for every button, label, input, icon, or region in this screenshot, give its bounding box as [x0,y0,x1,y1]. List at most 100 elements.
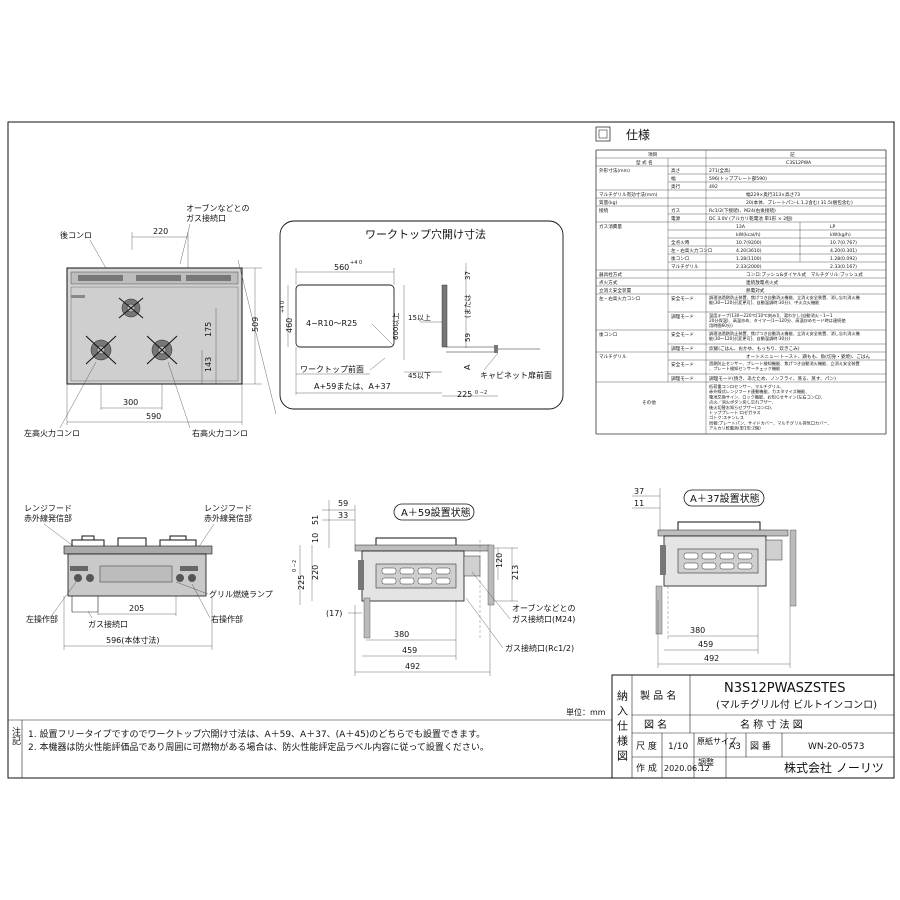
spec-row-group: 立消え安全装置 [599,287,632,294]
spec-row-value: 連続放電点火式 [746,279,779,286]
product-label: 製 品 名 [640,689,676,702]
spec-row-label: 電源 [671,215,681,222]
spec-row-value: 1.28(1100) [736,256,762,262]
cutout-dim-45: 45以下 [408,372,431,380]
a37-dim-459: 459 [698,640,713,649]
top-dim-590: 590 [146,412,161,421]
cutout-dim-15: 15以上 [408,313,431,322]
spec-row-value: 炊飯(ごはん、おかゆ、もっちり、炊きこみ) [709,345,800,352]
spec-row-label: 安全モード [671,361,694,368]
title-side-label: 納入仕様図 [616,690,629,765]
spec-row-value: 過熱防止センサー、プレート検知機能、焦げつき自動消火機能、立消え安全装置、プレー… [709,360,860,372]
scale-value: 1/10 [668,742,688,752]
spec-row-value: kW(kcal/h) [736,232,761,238]
left-burner-drawing [85,335,117,365]
front-view: レンジフード 赤外線発信部 レンジフード 赤外線発信部 グリル燃焼ランプ 左操作… [24,504,273,650]
cutout-dim-59: 59 [464,333,472,342]
a59-dim-17: (17) [326,609,342,618]
spec-row-value: 幅229×奥行313×高さ73 [746,191,800,198]
spec-row-value: 20(本体、プレートパン-L 1.2含む) 31.5(梱包含む) [746,199,853,206]
spec-other-line: 同梱:プレートパン、サイドカバー、マルチグリル排気口カバー、 [709,419,832,426]
cutout-dim-560-tol: +4 0 [350,260,362,266]
cabinet-front-label: キャビネット扉前面 [480,370,552,380]
spec-row-label: 安全モード [671,295,694,302]
spec-row-value2: LP [830,224,836,230]
a59-dim-220: 220 [311,565,320,580]
a59-grill-slots [381,567,451,585]
date-label: 作 成 [636,762,657,774]
spec-row-value: 調理油過熱防止装置、焦げつき自動消火機能、立消え安全装置、消し忘れ消火機能(30… [709,294,861,306]
paper-value: A3 [729,742,741,752]
spec-row-group: 接続 [599,207,609,214]
top-dim-143: 143 [204,357,213,372]
a59-dim-380: 380 [394,630,409,639]
rear-burner-label: 後コンロ [60,230,92,240]
cutout-dim-225: 225 [457,390,472,399]
a59-dim-51: 51 [311,515,320,525]
spec-row-label: 左・右高火力コンロ [671,247,712,254]
spec-other-line: ゴトク:ステンレス [709,414,744,421]
spec-row-value: DC 3.0V (アルカリ乾電池 単1形 × 2個) [709,215,793,222]
spec-row-value: 2.33(2000) [736,264,762,270]
right-controls-drawing [176,566,198,582]
spec-row-group: 質量(kg) [599,199,618,206]
a59-dim-59: 59 [338,499,348,508]
side-view-a37: A＋37設置状態 37 11 380 459 492 [632,487,797,668]
left-panel-label: 左操作部 [26,614,58,624]
spec-row-value: 13A [736,224,746,230]
front-dim-596: 596(本体寸法) [106,635,160,645]
cutout-dim-alt: (または [464,294,472,318]
spec-row-label: 全点火時 [671,239,690,246]
spec-header-item: 項目 [648,152,657,158]
left-controls-drawing [70,566,94,582]
cutout-label-a: A [463,364,472,370]
a59-dim-492: 492 [405,662,420,671]
spec-row-label: 安全モード [671,331,694,338]
spec-row-value: 調理モード(焼き、あたため、ノンフライ、蒸る、蒸す、パン) [709,375,836,382]
right-burner-drawing [146,335,178,365]
spec-row-value: コンロ:プッシュ&ダイヤル式 マルチグリル:プッシュ式 [746,271,863,278]
paper-label: 原紙サイズ [697,736,737,746]
front-dim-205: 205 [129,604,144,613]
hood-left-2: 赤外線発信部 [24,513,72,523]
spec-model-value: C3S12PWA [786,160,812,166]
hood-right-2: 赤外線発信部 [204,513,252,523]
spec-other-line: 点火／消火ボタン戻し忘れブザー、 [709,399,776,406]
top-view: オーブンなどとの ガス接続口 後コンロ 220 [24,203,277,438]
cutout-dim-225-tol: 0 −2 [475,390,487,396]
spec-other-line: 後火切替お知らせブザー(コンロ)、 [709,404,775,411]
worktop-front-label: ワークトップ前面 [300,364,364,374]
a59-dim-120: 120 [495,553,504,568]
cutout-corner: 4−R10〜R25 [306,319,357,328]
spec-row-label: 幅 [671,175,676,182]
a59-dim-225: 225 [297,575,306,590]
spec-row-value: 10.7(9200) [736,240,762,246]
a37-dim-11: 11 [634,499,644,508]
top-dim-509: 509 [251,317,260,332]
rear-burner-drawing [118,297,144,319]
spec-row-label: 後コンロ [671,255,689,262]
number-value: WN-20-0573 [808,742,864,752]
a59-dim-225-tol: 0 −2 [292,560,298,572]
a59-dim-33: 33 [338,511,348,520]
title-block: 納入仕様図 製 品 名 N3S12PWASZSTES (マルチグリル付 ビルトイ… [611,674,895,779]
product-sub: (マルチグリル付 ビルトインコンロ) [716,698,877,711]
spec-row-value2: 2.33(0.167) [830,264,857,270]
sheet-border [7,121,895,779]
spec-row-value: オートメニュー:トースト、鶏もも、魚(切身・姿焼)、ごはん [746,353,871,360]
spec-row-value: Rc1/2(下接続)、M24(右後接続) [709,207,776,214]
spec-row-value: 4.20(3610) [736,248,762,254]
spec-row-group: マルチグリル有効寸法(mm) [599,191,658,198]
spec-row-value2: 10.7(0.767) [830,240,857,246]
a37-dim-492: 492 [704,654,719,663]
gas-inlet-note-1: オーブンなどとの [186,203,249,213]
a59-gas-rc: ガス接続口(Rc1/2) [505,643,574,653]
a37-title: A＋37設置状態 [690,492,760,505]
a59-dim-10: 10 [311,533,320,543]
spec-model-label: 型 式 名 [636,159,653,166]
spec-row-value: 492 [709,184,718,190]
front-gas-inlet-label: ガス接続口 [88,619,128,629]
spec-other-line: 電池交換サイン、ロック機能、お知らせサイン(左右コンロ)、 [709,393,825,400]
spec-row-value: 596(トッププレート部590) [709,175,767,182]
